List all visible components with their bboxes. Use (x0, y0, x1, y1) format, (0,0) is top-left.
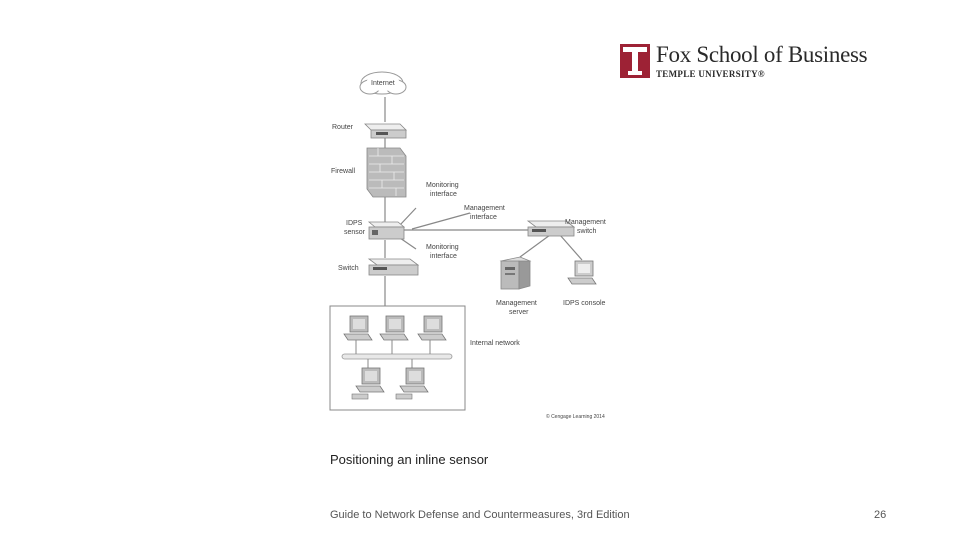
footer-book-title: Guide to Network Defense and Countermeas… (330, 509, 630, 521)
router-label: Router (332, 124, 354, 131)
management-interface-label: Management interface (464, 205, 507, 221)
network-diagram: Internet Router Firewall Monitoring inte… (329, 71, 608, 420)
router-icon (364, 123, 407, 139)
workstation-icon (379, 315, 409, 354)
internet-cloud (359, 71, 407, 95)
internal-network-label: Internal network (470, 340, 520, 347)
management-switch-icon (526, 220, 576, 237)
fox-school-logo: Fox School of Business TEMPLE UNIVERSITY… (620, 42, 890, 84)
management-server-label: Management server (496, 300, 539, 316)
switch-icon (367, 258, 420, 276)
firewall-label: Firewall (331, 168, 356, 175)
figure-caption: Positioning an inline sensor (330, 452, 489, 467)
monitoring-interface-label: Monitoring interface (426, 182, 461, 198)
idps-console-icon (567, 260, 597, 285)
workstation-icon (417, 315, 447, 354)
switch-label: Switch (338, 265, 359, 272)
temple-t-logo-icon (620, 44, 650, 78)
monitoring-interface-label-2: Monitoring interface (426, 244, 461, 260)
page-number: 26 (874, 509, 887, 521)
logo-school-name: Fox School of Business (656, 42, 868, 67)
workstation-icon (343, 315, 373, 354)
firewall-icon (366, 147, 407, 198)
internet-label: Internet (371, 80, 395, 87)
workstation-icon (395, 359, 429, 400)
logo-university-name: TEMPLE UNIVERSITY® (656, 69, 765, 79)
idps-console-label: IDPS console (563, 300, 606, 307)
idps-sensor-icon (367, 221, 406, 240)
management-switch-label: Management switch (565, 219, 608, 235)
internal-network-box (329, 305, 466, 411)
network-bus (341, 353, 453, 360)
workstation-icon (351, 359, 385, 400)
idps-sensor-label: IDPS sensor (344, 220, 366, 236)
registered-mark: ® (757, 69, 765, 79)
management-server-icon (499, 256, 532, 290)
copyright-label: © Cengage Learning 2014 (546, 413, 605, 420)
